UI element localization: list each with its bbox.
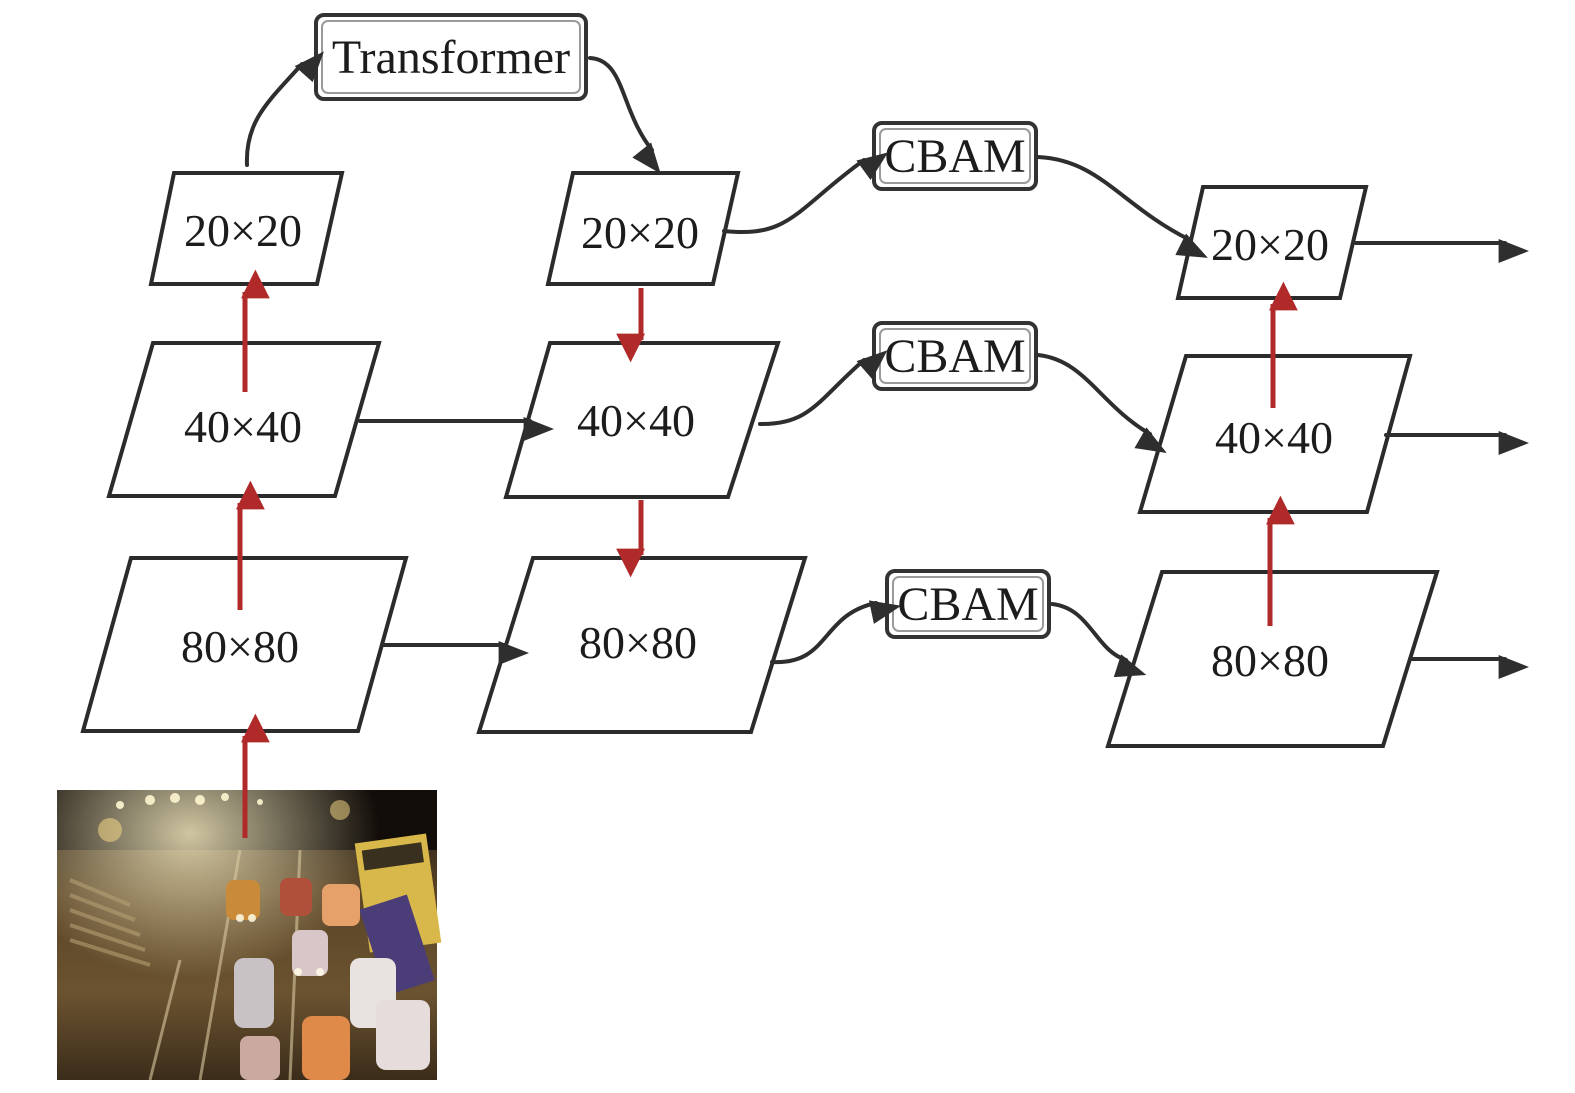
arrow-neck-20-to-cbam-top — [722, 152, 889, 234]
backbone-20x20-label: 20×20 — [184, 205, 302, 256]
cbam-middle-label: CBAM — [884, 330, 1025, 383]
input-traffic-image — [57, 790, 442, 1081]
head-40x40-block: 40×40 — [1137, 354, 1413, 514]
neck-40x40-block: 40×40 — [503, 341, 781, 499]
cbam-top-block: CBAM — [872, 121, 1038, 191]
head-20x20-label: 20×20 — [1211, 219, 1329, 270]
neck-20x20-label: 20×20 — [581, 207, 699, 258]
head-20x20-block: 20×20 — [1175, 185, 1369, 300]
arrow-cbam-top-to-head-20 — [1036, 155, 1208, 258]
head-80x80-block: 80×80 — [1105, 570, 1440, 748]
head-40x40-label: 40×40 — [1215, 412, 1333, 463]
red-arrows — [236, 269, 1298, 838]
neck-20x20-block: 20×20 — [545, 171, 741, 286]
neck-40x40-label: 40×40 — [577, 395, 695, 446]
arrow-backbone-20-to-transformer — [244, 51, 324, 167]
arrow-neck-40-to-cbam-middle — [758, 350, 888, 427]
cbam-bottom-label: CBAM — [897, 578, 1038, 631]
dark-arrows — [244, 51, 1529, 679]
neck-80x80-block: 80×80 — [476, 556, 808, 734]
arrow-cbam-middle-to-head-40 — [1036, 353, 1167, 453]
transformer-block: Transformer — [314, 13, 588, 101]
transformer-label: Transformer — [332, 31, 570, 84]
backbone-40x40-label: 40×40 — [184, 401, 302, 452]
cbam-top-label: CBAM — [884, 130, 1025, 183]
backbone-40x40-block: 40×40 — [106, 341, 382, 498]
arrow-transformer-to-neck-20 — [588, 56, 661, 174]
backbone-80x80-block: 80×80 — [80, 556, 409, 733]
arrow-cbam-bottom-to-head-80 — [1050, 602, 1147, 678]
backbone-20x20-block: 20×20 — [148, 171, 345, 286]
backbone-80x80-label: 80×80 — [181, 621, 299, 672]
cbam-bottom-block: CBAM — [885, 569, 1051, 639]
cbam-middle-block: CBAM — [872, 321, 1038, 391]
arrow-neck-80-to-cbam-bottom — [770, 600, 902, 665]
neck-80x80-label: 80×80 — [579, 617, 697, 668]
head-80x80-label: 80×80 — [1211, 635, 1329, 686]
